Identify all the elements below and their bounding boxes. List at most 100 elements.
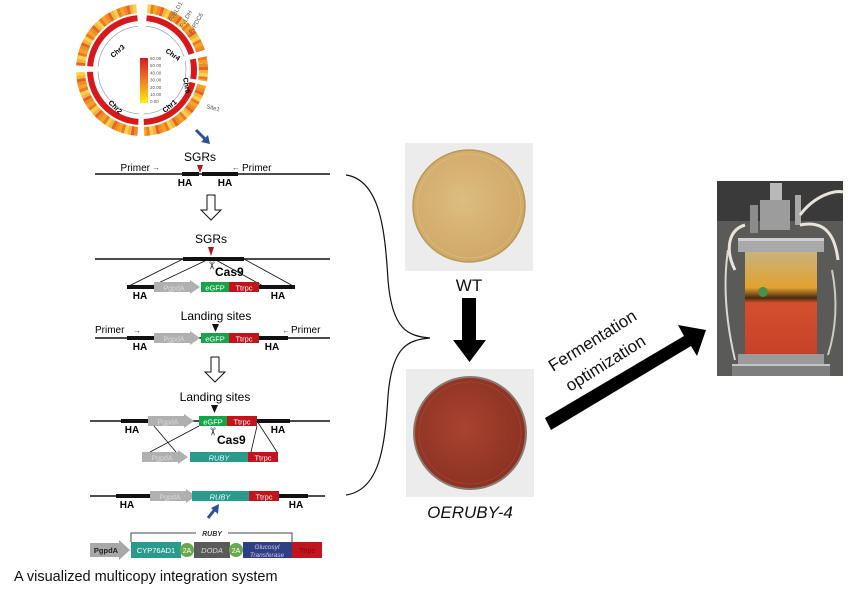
egfp-label: eGFP [205,284,225,293]
pgpda-label: PgpdA [157,420,178,427]
step5-integrated-ruby: PgpdA RUBY Ttrpc HA HA [90,489,325,519]
ha-right-label: HA [289,500,303,511]
heatmap-cell-chr2 [77,80,87,86]
heatmap-cell-chr4 [158,6,165,17]
heatmap-cell-chr5 [198,72,208,77]
scissors-icon: ✂ [206,427,218,436]
sgr-label-2: SGRs [195,232,227,246]
heatmap-cell-chr1 [188,100,198,108]
ttrpc-block [249,491,279,501]
heatmap-cell-chr1 [176,113,185,123]
heatmap-cell-chr1 [194,89,205,96]
heatmap-cell-chr4 [164,9,171,19]
heatmap-cell-chr4 [177,17,186,27]
ideogram-outline-chr4 [145,25,185,57]
heatmap-cell-chr4 [187,30,197,39]
landing-sites-label-1: Landing sites [181,309,252,323]
heatmap-cell-chr4 [195,48,205,53]
heatmap-cell-chr2 [76,71,86,76]
heatmap-cell-chr3 [85,33,95,41]
heatmap-cell-chr3 [113,9,120,19]
heat-legend-tick-label: 40.00 [150,70,162,75]
oeruby4-label: OERUBY-4 [427,503,513,522]
heatmap-cell-chr2 [130,126,136,136]
heatmap-cell-chr4 [149,4,155,15]
donor-pgpda-promoter-arrow [142,450,188,464]
heatmap-cell-chr3 [122,5,129,16]
heatmap-cell-chr1 [190,97,200,105]
heatmap-cell-chr5 [197,56,208,62]
egfp-block [199,416,227,426]
heatmap-cell-chr2 [78,86,89,93]
heatmap-cell-chr2 [76,77,87,83]
pgpda-label: PgpdA [163,286,184,293]
2a-linker-2 [229,543,243,557]
heatmap-cell-chr5 [198,59,208,65]
ttrpc-label: Ttrpc [235,335,252,344]
heatmap-cell-chr3 [82,39,92,46]
cassette-pgpda-arrow [90,540,130,560]
heatmap-cell-chr2 [77,83,88,90]
cas9-label: Cas9 [215,265,244,279]
heatmap-cell-chr3 [116,7,123,18]
heatmap-cell-chr2 [82,94,93,102]
primer-right-label: Primer [242,163,272,174]
heatmap-cell-chr4 [192,39,202,46]
heatmap-cell-chr3 [129,4,135,15]
heatmap-cell-chr4 [179,20,188,29]
heatmap-cell-chr1 [186,102,197,111]
heatmap-cell-chr5 [198,63,208,68]
primer-left-label: Primer [95,325,125,336]
glucosyl-label: Glucosyl [255,544,280,551]
egfp-label: eGFP [203,418,223,427]
heat-legend-tick-label: 0.00 [150,99,159,104]
heatmap-cell-chr3 [76,58,86,64]
density-track-chr4 [146,15,195,55]
figure-title: A visualized multicopy integration syste… [14,569,278,585]
wt-label: WT [456,276,482,295]
heatmap-cell-chr2 [92,107,101,116]
heatmap-cell-chr1 [145,126,151,136]
process-down-arrow-icon [199,194,223,221]
heatmap-cell-chr1 [148,126,154,136]
egfp-block [201,282,229,292]
heatmap-cell-chr2 [114,121,121,132]
ideogram-outline-chr5 [184,60,187,78]
heatmap-cell-chr1 [191,94,202,102]
ttrpc-block [229,282,259,292]
heatmap-cell-chr2 [117,122,124,133]
heatmap-cell-chr2 [86,100,96,108]
heatmap-cell-chr4 [189,33,199,41]
ha-left-label: HA [125,425,139,436]
heatmap-cell-chr1 [160,122,167,133]
heatmap-cell-chr3 [80,42,91,49]
density-track-chr2 [87,71,139,125]
step4-ruby-replacement: Landing sites PgpdA eGFP Ttrpc HA HA ✂ C… [90,390,330,464]
bioreactor-photo [717,181,844,376]
heatmap-cell-chr3 [77,55,87,61]
heatmap-cell-chr2 [84,97,94,105]
heatmap-cell-chr2 [111,120,118,130]
heatmap-cell-chr3 [76,61,86,67]
scissors-icon: ✂ [205,261,217,270]
heatmap-cell-chr2 [102,115,111,125]
heat-legend-tick-label: 60.00 [150,56,162,61]
heatmap-cell-chr1 [154,124,161,135]
circos-rings [76,4,208,136]
density-track-chr3 [87,15,138,67]
ruby-label: RUBY [210,493,232,502]
ha-right-label: HA [265,342,279,353]
heatmap-cell-chr3 [101,15,110,26]
wt-to-mutant-arrow-icon [453,298,486,362]
pgpda-promoter-arrow [154,331,200,345]
heatmap-cell-chr4 [193,42,204,49]
heatmap-cell-chr2 [133,126,139,136]
density-track-chr5 [189,58,197,80]
heatmap-cell-chr1 [173,115,182,125]
heatmap-cell-chr3 [119,6,126,17]
ttrpc-label: Ttrpc [254,454,271,463]
sgr-label-1: SGRs [184,150,216,164]
cassette-pgpda-label: PgpdA [94,546,119,555]
heatmap-cell-chr4 [166,10,174,21]
